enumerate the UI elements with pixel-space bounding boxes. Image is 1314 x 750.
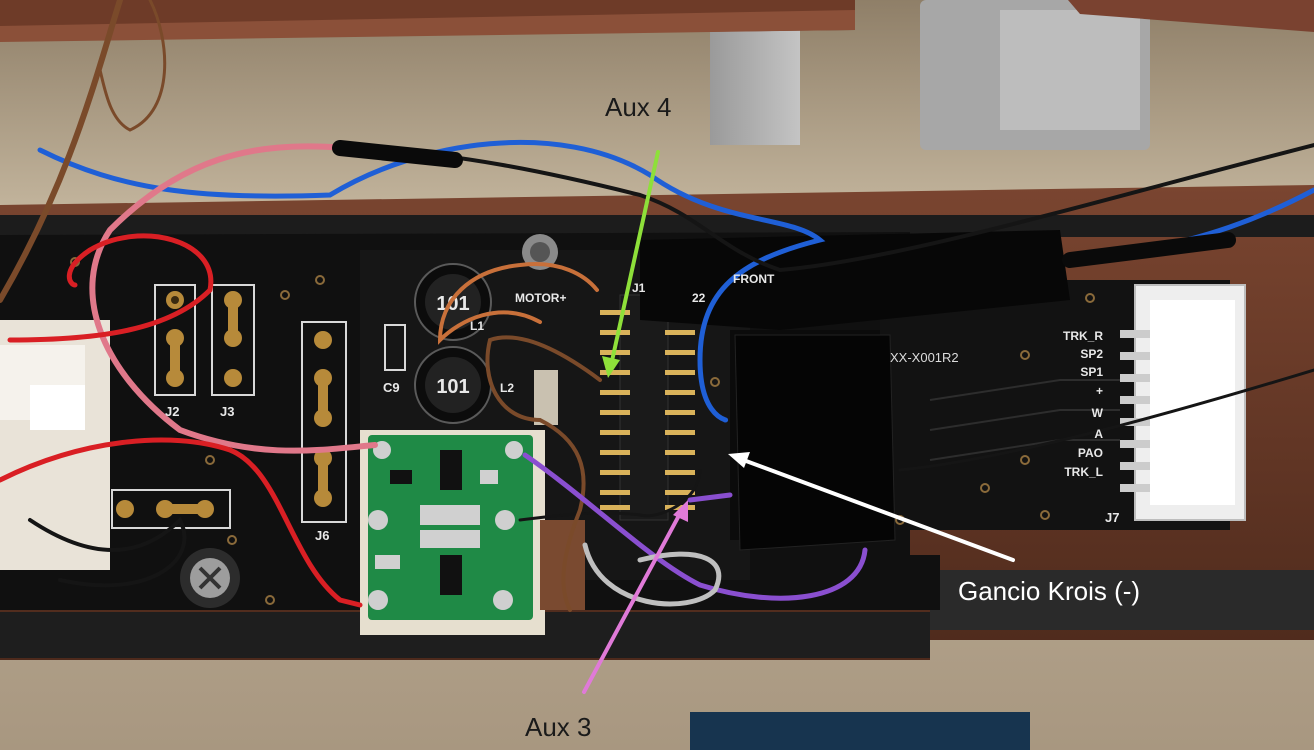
black-tape [734,334,896,551]
j7-pin-label: TRK_R [1063,329,1103,343]
wire-brown-decoder [485,335,602,612]
grey-plastic-parts [710,0,1150,150]
inductor-l2-value: 101 [436,376,469,398]
wire-blue [37,139,826,423]
inductor-l2: 101 [414,346,492,424]
wire-purple [522,452,868,601]
j7-pin-label: PAO [1078,446,1103,460]
loco-shell-top [0,0,1314,42]
wire-pink [89,143,378,454]
marking-l1: L1 [470,319,484,333]
marking-pin-22: 22 [692,291,706,305]
j7-connector [1120,284,1246,521]
wire-black-right [898,368,1314,472]
marking-j6: J6 [315,528,329,543]
spare-board [690,712,1030,750]
wire-black-lower [28,516,187,588]
marking-part-code: XX-X001R2 [890,350,959,365]
green-capacitor-board [360,430,545,635]
wire-red-lower [0,437,363,608]
j7-pin-label: + [1096,384,1103,398]
wire-grey [582,542,722,607]
wire-heatshrink-right [1062,232,1236,268]
marking-j3: J3 [220,404,234,419]
aux4-arrow [608,150,660,372]
wire-black-pcb [518,468,702,522]
j7-pin-label: A [1094,427,1103,441]
marking-motor: MOTOR+ [515,291,566,305]
wire-black-top [338,143,1314,273]
pcb-vias [70,257,1095,605]
wire-orange [437,262,599,345]
j7-pin-label: TRK_L [1064,465,1103,479]
aux4-arrowhead [602,356,620,378]
screw [180,234,558,608]
capacitor [534,370,558,425]
j1-pin-header [600,294,695,521]
pcb-silkscreen: MOTOR+ FRONT J1 22 J2 J3 J6 J7 L1 L2 C9 … [165,272,1119,543]
aux4-label: Aux 4 [605,92,672,122]
j7-pin-label: SP2 [1080,347,1103,361]
wire-heatshrink [332,140,463,168]
wire-brown [0,0,123,303]
header-j3 [211,284,255,396]
marking-j2: J2 [165,404,179,419]
marking-j1: J1 [632,281,646,295]
marking-j7: J7 [1105,510,1119,525]
brown-tape [540,520,585,610]
j7-pin-label: W [1092,406,1104,420]
gancio-krois-arrowhead [728,452,750,468]
j7-pin-label: SP1 [1080,365,1103,379]
aux3-label: Aux 3 [525,712,592,742]
marking-l2: L2 [500,381,514,395]
gancio-krois-arrow [736,456,1015,562]
annotation-arrows [582,150,1015,694]
header-j2 [154,284,196,396]
wires [0,0,1314,612]
marking-front: FRONT [733,272,775,286]
aux3-arrow [582,506,685,694]
header-j6 [301,321,347,523]
aux3-arrowhead [673,500,688,522]
gancio-krois-label: Gancio Krois (-) [958,576,1141,606]
capacitor-c9 [384,324,406,371]
wire-red [7,233,214,343]
marking-c9: C9 [383,380,400,395]
wire-brown-short [98,0,167,132]
